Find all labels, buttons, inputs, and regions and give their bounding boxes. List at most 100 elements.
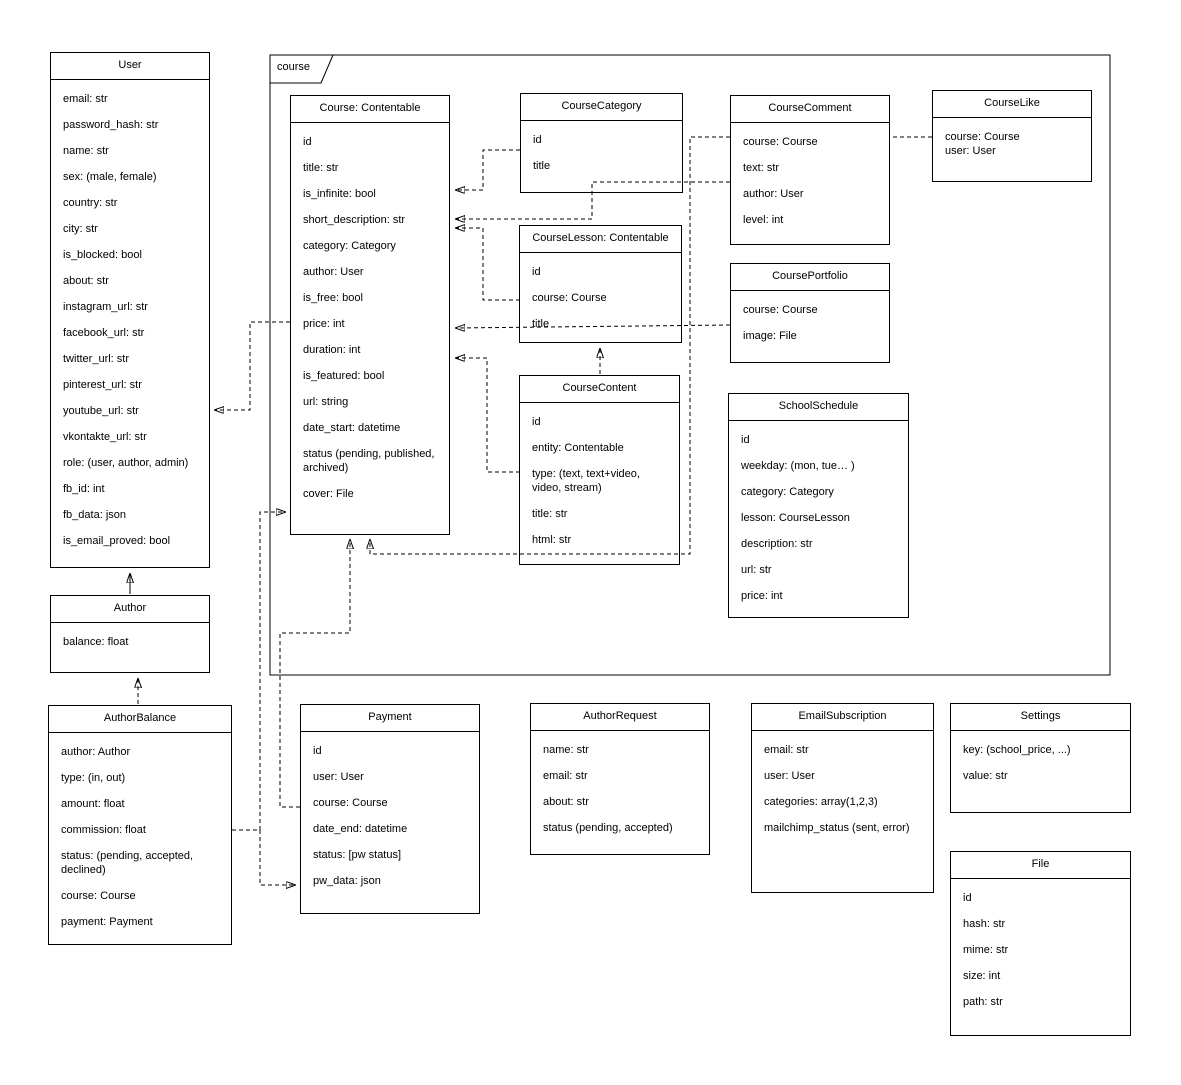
entity-field: category: Category xyxy=(303,240,396,252)
entity-field: mailchimp_status (sent, error) xyxy=(764,822,910,834)
course-group-frame[interactable] xyxy=(269,54,1111,676)
entity-field: instagram_url: str xyxy=(63,301,148,313)
course-group-label: course xyxy=(277,61,311,73)
entity-title-author-request: AuthorRequest xyxy=(531,704,709,731)
entity-field: date_start: datetime xyxy=(303,422,401,434)
entity-field: email: str xyxy=(764,744,809,756)
entity-field: status: (pending, accepted, declined) xyxy=(61,850,194,876)
connector-authorbalance-course[interactable] xyxy=(232,512,285,831)
entity-field: type: (text, text+video, video, stream) xyxy=(532,468,640,494)
entity-author-request[interactable]: AuthorRequest name: str email: str about: s… xyxy=(530,703,710,855)
entity-field: amount: float xyxy=(61,798,125,810)
entity-field: key: (school_price, ...) xyxy=(963,744,1071,756)
entity-field: twitter_url: str xyxy=(63,353,130,365)
connector-courseportfolio-course[interactable] xyxy=(456,325,731,328)
entity-field: size: int xyxy=(963,970,1001,982)
entity-body-author: balance: float xyxy=(51,623,209,649)
entity-field: balance: float xyxy=(63,636,129,648)
entity-title-author-balance: AuthorBalance xyxy=(49,706,231,733)
entity-field: id xyxy=(533,134,542,146)
entity-field: cover: File xyxy=(303,488,354,500)
entity-field: course: Course xyxy=(61,890,136,902)
entity-field: city: str xyxy=(63,223,98,235)
entity-field: id xyxy=(532,266,541,278)
connector-courselesson-course[interactable] xyxy=(456,228,520,301)
entity-field: html: str xyxy=(532,534,572,546)
entity-field: about: str xyxy=(63,275,109,287)
entity-field: hash: str xyxy=(963,918,1006,930)
connector-coursecategory-course[interactable] xyxy=(456,149,520,190)
entity-field: name: str xyxy=(543,744,589,756)
entity-title-course-comment: CourseComment xyxy=(731,96,889,123)
course-group-tab[interactable] xyxy=(269,54,334,84)
entity-field: status: [pw status] xyxy=(313,849,402,861)
entity-field: categories: array(1,2,3) xyxy=(764,796,878,808)
entity-field: type: (in, out) xyxy=(61,772,126,784)
entity-title-course-category: CourseCategory xyxy=(521,94,682,121)
connector-course-user[interactable] xyxy=(215,321,290,410)
entity-field: is_infinite: bool xyxy=(303,188,376,200)
entity-field: author: User xyxy=(743,188,804,200)
connector-authorbalance-payment[interactable] xyxy=(259,830,295,885)
entity-title-course-like: CourseLike xyxy=(933,91,1091,118)
entity-field: duration: int xyxy=(303,344,361,356)
entity-field: course: Course xyxy=(743,304,818,316)
entity-field: course: Course xyxy=(532,292,607,304)
entity-field: payment: Payment xyxy=(61,916,153,928)
entity-field: sex: (male, female) xyxy=(63,171,157,183)
entity-field: weekday: (mon, tue… ) xyxy=(741,460,855,472)
entity-field: country: str xyxy=(63,197,118,209)
connector-payment-course[interactable] xyxy=(279,540,350,808)
entity-field: lesson: CourseLesson xyxy=(741,512,850,524)
entity-field: title: str xyxy=(303,162,339,174)
entity-field: id xyxy=(963,892,972,904)
entity-field: path: str xyxy=(963,996,1003,1008)
entity-field: title: str xyxy=(532,508,568,520)
entity-title-school-schedule: SchoolSchedule xyxy=(729,394,908,421)
entity-field: about: str xyxy=(543,796,589,808)
entity-title-course-portfolio: CoursePortfolio xyxy=(731,264,889,291)
entity-field: description: str xyxy=(741,538,813,550)
entity-field: email: str xyxy=(543,770,588,782)
entity-title-file: File xyxy=(951,852,1130,879)
connector-coursecomment-course-trunk[interactable] xyxy=(370,136,730,555)
entity-field: status (pending, published, archived) xyxy=(303,448,435,474)
entity-field: price: int xyxy=(741,590,783,602)
entity-field: value: str xyxy=(963,770,1008,782)
entity-author[interactable]: Author balance: float xyxy=(50,595,210,673)
entity-title-course: Course: Contentable xyxy=(291,96,449,123)
entity-field: id xyxy=(532,416,541,428)
connector-coursecontent-course[interactable] xyxy=(456,358,520,473)
connector-coursecomment-course-branch[interactable] xyxy=(456,181,730,219)
entity-field: youtube_url: str xyxy=(63,405,139,417)
entity-field: facebook_url: str xyxy=(63,327,145,339)
entity-field: vkontakte_url: str xyxy=(63,431,147,443)
entity-field: email: str xyxy=(63,93,108,105)
entity-title-author: Author xyxy=(51,596,209,623)
entity-field: price: int xyxy=(303,318,345,330)
entity-field: course: Course xyxy=(945,131,1020,143)
